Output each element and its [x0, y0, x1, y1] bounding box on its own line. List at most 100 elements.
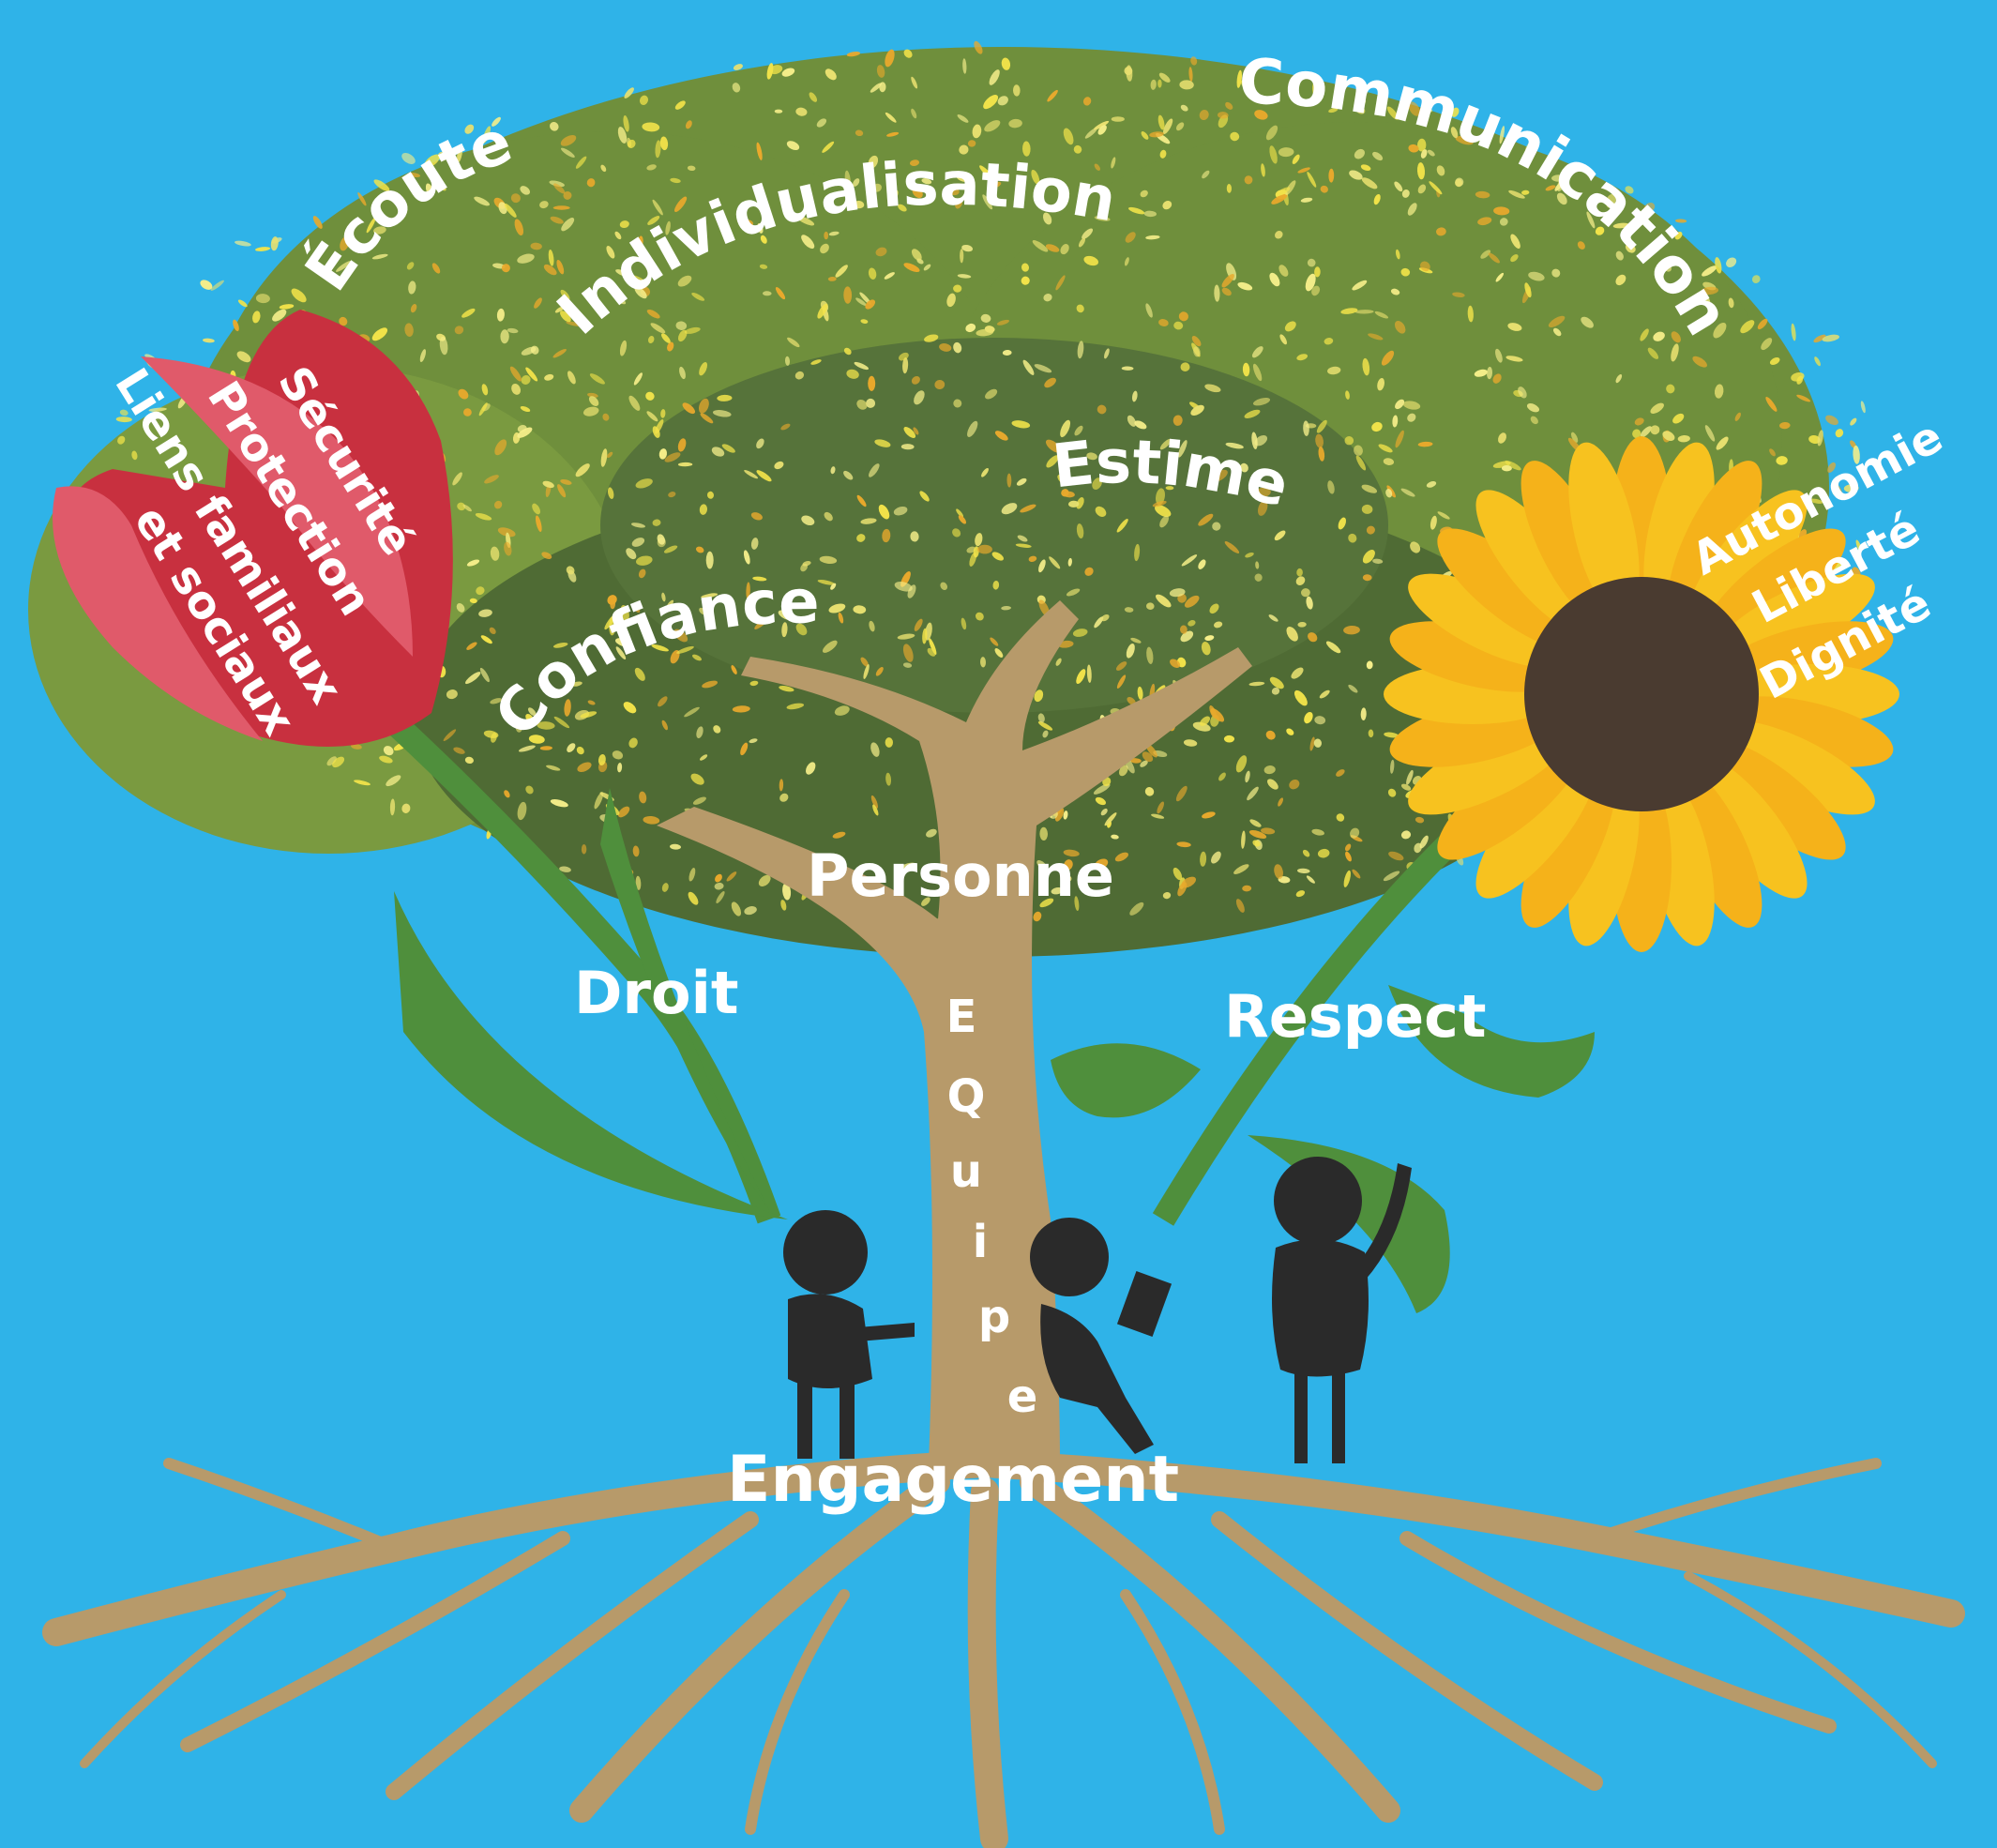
foliage-speckle: [1038, 559, 1046, 573]
foliage-speckle: [479, 667, 490, 683]
foliage-speckle: [1011, 420, 1031, 429]
foliage-speckle: [1180, 104, 1188, 112]
foliage-speckle: [1825, 415, 1838, 426]
foliage-speckle: [542, 480, 554, 489]
foliage-speckle: [843, 347, 852, 356]
foliage-speckle: [1214, 621, 1223, 629]
foliage-speckle: [1297, 621, 1307, 628]
foliage-speckle: [980, 313, 991, 323]
foliage-speckle: [1570, 432, 1579, 443]
equipe-letter: E: [946, 991, 977, 1043]
foliage-speckle: [658, 696, 668, 707]
foliage-speckle: [1808, 435, 1821, 444]
foliage-speckle: [782, 883, 792, 901]
foliage-speckle: [575, 156, 587, 169]
foliage-speckle: [843, 470, 854, 480]
foliage-speckle: [749, 680, 759, 687]
sunflower-petal: [1408, 573, 1571, 669]
foliage-speckle: [1037, 720, 1053, 731]
foliage-speckle: [1221, 273, 1234, 288]
foliage-speckle: [559, 866, 571, 872]
foliage-speckle: [1198, 513, 1214, 526]
foliage-speckle: [408, 280, 416, 295]
foliage-speckle: [131, 450, 138, 461]
foliage-speckle: [717, 394, 733, 401]
foliage-speckle: [1226, 184, 1233, 193]
foliage-speckle: [600, 448, 608, 467]
foliage-speckle: [1338, 517, 1346, 530]
foliage-speckle: [1274, 864, 1283, 880]
foliage-speckle: [1156, 594, 1172, 608]
foliage-speckle: [1354, 148, 1365, 159]
foliage-speckle: [1252, 840, 1261, 847]
foliage-speckle: [976, 544, 992, 554]
foliage-speckle: [483, 730, 499, 738]
foliage-speckle: [1556, 192, 1567, 205]
foliage-speckle: [952, 528, 961, 538]
foliage-speckle: [615, 638, 632, 647]
foliage-speckle: [996, 319, 1010, 326]
foliage-speckle: [1640, 328, 1649, 341]
foliage-speckle: [1074, 896, 1080, 911]
foliage-speckle: [1373, 193, 1381, 205]
foliage-speckle: [115, 417, 132, 423]
foliage-speckle: [1190, 404, 1204, 417]
foliage-speckle: [500, 329, 509, 344]
foliage-speckle: [1143, 210, 1157, 218]
foliage-speckle: [1349, 170, 1363, 180]
foliage-speckle: [965, 323, 976, 333]
foliage-speckle: [1480, 250, 1491, 259]
foliage-speckle: [1843, 484, 1859, 492]
foliage-speckle: [1209, 603, 1219, 614]
foliage-speckle: [661, 592, 666, 602]
foliage-speckle: [1361, 177, 1378, 189]
foliage-speckle: [934, 379, 946, 390]
foliage-speckle: [661, 720, 668, 731]
foliage-speckle: [635, 875, 642, 890]
foliage-speckle: [1311, 828, 1324, 836]
foliage-speckle: [743, 550, 750, 565]
foliage-speckle: [1057, 474, 1067, 485]
foliage-speckle: [1477, 217, 1492, 226]
foliage-speckle: [527, 707, 537, 717]
foliage-speckle: [1255, 561, 1260, 569]
foliage-speckle: [1268, 614, 1278, 622]
foliage-speckle: [1170, 659, 1181, 668]
foliage-speckle: [1225, 442, 1244, 449]
foliage-speckle: [759, 264, 768, 269]
foliage-speckle: [560, 311, 571, 323]
label-personne: Personne: [807, 841, 1114, 910]
foliage-speckle: [1701, 286, 1718, 295]
foliage-speckle: [982, 194, 993, 210]
foliage-speckle: [1248, 829, 1267, 840]
foliage-speckle: [1309, 736, 1315, 751]
foliage-speckle: [756, 142, 763, 160]
foliage-speckle: [979, 657, 987, 668]
foliage-speckle: [291, 288, 307, 303]
foliage-speckle: [953, 284, 962, 293]
foliage-speckle: [1245, 770, 1250, 783]
foliage-speckle: [1275, 231, 1283, 239]
foliage-speckle: [474, 196, 490, 206]
foliage-speckle: [1307, 172, 1317, 188]
foliage-speckle: [801, 515, 815, 526]
foliage-speckle: [1420, 261, 1430, 272]
foliage-speckle: [1647, 347, 1659, 359]
foliage-speckle: [838, 612, 844, 624]
foliage-speckle: [911, 375, 920, 385]
foliage-speckle: [860, 518, 877, 524]
foliage-speckle: [560, 289, 570, 300]
foliage-speckle: [958, 515, 967, 524]
foliage-speckle: [507, 327, 519, 334]
foliage-speckle: [1400, 830, 1412, 840]
foliage-speckle: [1020, 504, 1036, 513]
foliage-speckle: [1092, 477, 1102, 490]
foliage-speckle: [1390, 759, 1395, 774]
foliage-speckle: [437, 151, 447, 161]
foliage-speckle: [1249, 819, 1262, 827]
foliage-speckle: [1822, 334, 1839, 342]
foliage-speckle: [1354, 105, 1366, 114]
foliage-speckle: [1145, 303, 1153, 318]
foliage-speckle: [746, 582, 750, 600]
foliage-speckle: [1235, 755, 1248, 773]
